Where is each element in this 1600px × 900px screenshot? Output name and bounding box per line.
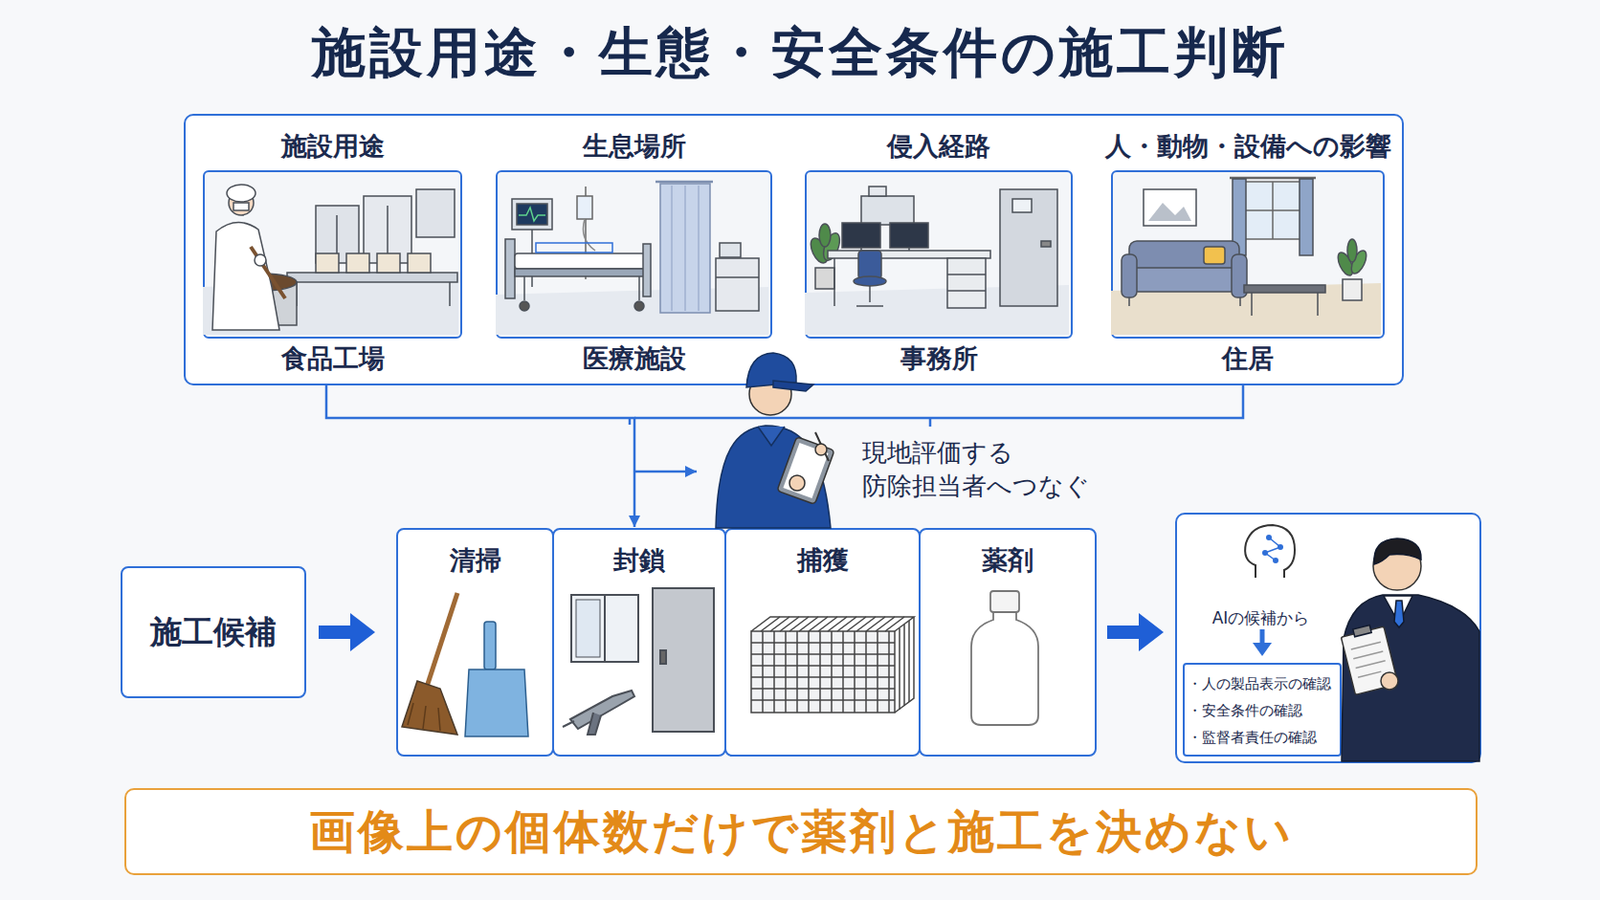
scene-group-box: 施設用途食品工場生息場所医療施設侵入経路事務所人・動物・設備への影響住居 bbox=[183, 113, 1404, 386]
worker-figure bbox=[815, 444, 827, 456]
worker-figure bbox=[789, 475, 805, 491]
diagram-title: 施設用途・生態・安全条件の施工判断 bbox=[0, 19, 1600, 87]
process-box: 施工候補 bbox=[120, 566, 307, 699]
panel-heading: 生息場所 bbox=[440, 132, 828, 161]
scene-panel: 生息場所医療施設 bbox=[495, 170, 773, 339]
checklist-item: ・監督者責任の確認 bbox=[1187, 724, 1337, 752]
box-label: 薬剤 bbox=[920, 545, 1095, 577]
scene-panel: 施設用途食品工場 bbox=[202, 170, 463, 339]
worker-figure bbox=[815, 432, 829, 462]
option-box: 清掃 bbox=[396, 528, 555, 757]
bracket-line bbox=[634, 470, 697, 474]
checklist-box: ・人の製品表示の確認・安全条件の確認・監督者責任の確認 bbox=[1182, 663, 1342, 757]
option-box: 捕獲 bbox=[724, 528, 921, 757]
box-label: 清掃 bbox=[398, 545, 553, 577]
option-box: 封鎖 bbox=[552, 528, 727, 757]
panel-label: 住居 bbox=[1055, 344, 1441, 374]
box-label: 施工候補 bbox=[150, 611, 277, 655]
bracket-line bbox=[628, 418, 632, 425]
bracket-line bbox=[634, 385, 1244, 419]
panel-label: 事務所 bbox=[749, 344, 1129, 374]
warning-text: 画像上の個体数だけで薬剤と施工を決めない bbox=[309, 801, 1294, 864]
scene-panel: 人・動物・設備への影響住居 bbox=[1111, 170, 1385, 339]
bracket-line bbox=[929, 418, 933, 427]
box-label: 封鎖 bbox=[554, 545, 725, 577]
checklist-item: ・人の製品表示の確認 bbox=[1187, 670, 1337, 698]
panel-heading: 施設用途 bbox=[147, 132, 518, 161]
worker-figure bbox=[715, 425, 831, 529]
box-label: AIの候補から bbox=[1177, 606, 1345, 630]
box-label: 捕獲 bbox=[726, 545, 919, 577]
checklist-item: ・安全条件の確認 bbox=[1187, 697, 1337, 725]
review-box: AIの候補から・人の製品表示の確認・安全条件の確認・監督者責任の確認 bbox=[1175, 512, 1482, 764]
scene-panel: 侵入経路事務所 bbox=[804, 170, 1073, 339]
panel-label: 医療施設 bbox=[440, 344, 828, 374]
bracket-arrow bbox=[326, 385, 635, 528]
flow-arrow bbox=[318, 625, 351, 640]
warning-banner: 画像上の個体数だけで薬剤と施工を決めない bbox=[124, 788, 1478, 876]
panel-label: 食品工場 bbox=[147, 344, 518, 374]
flow-arrow bbox=[1107, 625, 1139, 640]
panel-heading: 侵入経路 bbox=[749, 132, 1129, 161]
worker-figure bbox=[757, 426, 785, 446]
annotation-label: 現地評価する 防除担当者へつなぐ bbox=[862, 436, 1102, 504]
option-box: 薬剤 bbox=[918, 528, 1097, 757]
panel-heading: 人・動物・設備への影響 bbox=[1055, 132, 1441, 161]
worker-figure bbox=[782, 443, 828, 499]
worker-figure bbox=[777, 437, 835, 506]
worker-figure bbox=[777, 437, 835, 506]
